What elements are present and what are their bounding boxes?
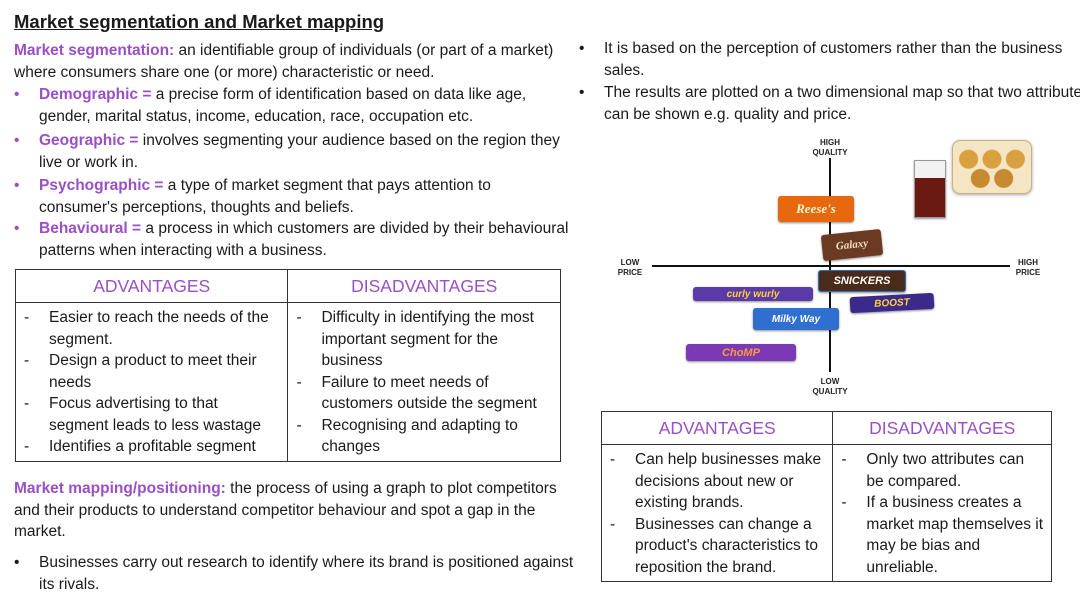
list-item: If a business creates a market map thems…: [839, 492, 1045, 578]
mapping-right-bullet: • The results are plotted on a two dimen…: [579, 82, 1080, 125]
list-item: Can help businesses make decisions about…: [608, 449, 826, 514]
advantages-cell: Can help businesses make decisions about…: [600, 444, 834, 582]
list-item: Failure to meet needs of customers outsi…: [294, 372, 554, 415]
disadvantages-header: DISADVANTAGES: [287, 269, 561, 303]
ferrero-rocher-product-image: [952, 140, 1032, 194]
list-item: Businesses can change a product's charac…: [608, 514, 826, 579]
bullet-icon: •: [579, 84, 585, 101]
mapping-bullet: • Businesses carry out research to ident…: [14, 552, 584, 595]
lindt-product-image: [914, 160, 946, 218]
map-axes: [652, 158, 1010, 372]
chomp-bar: ChoMP: [686, 344, 796, 361]
segment-psychographic: • Psychographic = a type of market segme…: [14, 175, 569, 218]
reeses-bar: Reese's: [778, 196, 854, 222]
disadvantages-cell: Only two attributes can be compared. If …: [832, 444, 1052, 582]
mapping-definition: Market mapping/positioning: the process …: [14, 478, 559, 543]
list-item: Identifies a profitable segment: [22, 436, 281, 458]
mapping-text: the process of using a graph to plot com…: [14, 480, 557, 540]
milky-way-bar: Milky Way: [753, 308, 839, 330]
list-item: Focus advertising to that segment leads …: [22, 393, 281, 436]
segment-text: a precise form of identification based o…: [39, 86, 527, 125]
disadvantages-header: DISADVANTAGES: [832, 411, 1052, 445]
segment-term: Psychographic =: [39, 177, 164, 194]
mapping-right-bullet: • It is based on the perception of custo…: [579, 38, 1080, 81]
disadvantages-cell: Difficulty in identifying the most impor…: [287, 302, 561, 462]
list-item: Design a product to meet their needs: [22, 350, 281, 393]
bullet-icon: •: [14, 220, 20, 237]
mapping-right-bullet-text: The results are plotted on a two dimensi…: [604, 84, 1080, 123]
mapping-term: Market mapping/positioning:: [14, 480, 226, 497]
curly-wurly-bar: curly wurly: [693, 287, 813, 301]
advantages-header: ADVANTAGES: [14, 269, 289, 303]
segment-text: a process in which customers are divided…: [39, 220, 569, 259]
advantages-cell: Easier to reach the needs of the segment…: [14, 302, 289, 462]
bullet-icon: •: [14, 554, 20, 571]
bullet-icon: •: [579, 40, 585, 57]
segment-demographic: • Demographic = a precise form of identi…: [14, 84, 569, 127]
segment-term: Geographic =: [39, 132, 139, 149]
segmentation-table: ADVANTAGES DISADVANTAGES Easier to reach…: [14, 269, 561, 462]
advantages-header: ADVANTAGES: [600, 411, 834, 445]
segment-geographic: • Geographic = involves segmenting your …: [14, 130, 569, 173]
segment-term: Demographic =: [39, 86, 152, 103]
snickers-bar: SNICKERS: [818, 270, 906, 292]
segment-term: Behavioural =: [39, 220, 142, 237]
list-item: Recognising and adapting to changes: [294, 415, 554, 458]
mapping-table: ADVANTAGES DISADVANTAGES Can help busine…: [600, 411, 1052, 582]
segment-text: a type of market segment that pays atten…: [39, 177, 491, 216]
mapping-bullet-text: Businesses carry out research to identif…: [39, 554, 574, 593]
page-title: Market segmentation and Market mapping: [14, 11, 385, 32]
bullet-icon: •: [14, 177, 20, 194]
bullet-icon: •: [14, 86, 20, 103]
list-item: Only two attributes can be compared.: [839, 449, 1045, 492]
segmentation-definition: Market segmentation: an identifiable gro…: [14, 40, 554, 83]
bullet-icon: •: [14, 132, 20, 149]
segmentation-term: Market segmentation:: [14, 42, 175, 59]
segment-text: involves segmenting your audience based …: [39, 132, 560, 171]
segment-behavioural: • Behavioural = a process in which custo…: [14, 218, 569, 261]
list-item: Easier to reach the needs of the segment…: [22, 307, 281, 350]
mapping-right-bullet-text: It is based on the perception of custome…: [604, 40, 1063, 79]
list-item: Difficulty in identifying the most impor…: [294, 307, 554, 372]
segmentation-text: an identifiable group of individuals (or…: [14, 42, 554, 81]
